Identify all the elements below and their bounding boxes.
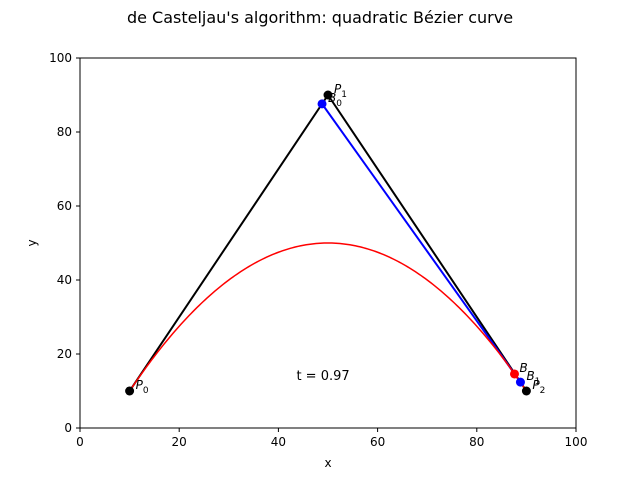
control-point-label-2: P2 xyxy=(532,378,545,396)
control-point-label-0: P0 xyxy=(136,378,149,396)
control-point-marker-1 xyxy=(323,90,333,100)
axes-border xyxy=(79,57,577,429)
intermediate-point-marker-1 xyxy=(515,377,525,387)
x-tick-label-3: 60 xyxy=(370,435,385,449)
control-point-label-1: P1 xyxy=(334,82,347,100)
axes-frame xyxy=(79,57,577,429)
intermediate-point-label-0-subscript: 0 xyxy=(336,99,342,109)
intermediate-line xyxy=(321,103,522,383)
x-tick-label-1: 20 xyxy=(172,435,187,449)
x-tick-label-0: 0 xyxy=(76,435,84,449)
control-point-label-2-letter: P xyxy=(532,378,540,392)
intermediate-point-marker-0 xyxy=(317,99,327,109)
x-tick-label-5: 100 xyxy=(565,435,588,449)
x-axis-label: x xyxy=(324,456,331,470)
intermediate-point-label-1: B1 xyxy=(526,369,540,387)
control-point-label-0-letter: P xyxy=(136,378,144,392)
bezier-curve xyxy=(128,242,528,392)
curve-point-marker xyxy=(509,369,519,379)
y-tick-label-3: 60 xyxy=(57,199,72,213)
x-tick-label-4: 80 xyxy=(469,435,484,449)
intermediate-point-label-1-letter: B xyxy=(526,369,534,383)
chart-title: de Casteljau's algorithm: quadratic Bézi… xyxy=(127,8,513,27)
y-axis-label: y xyxy=(25,239,39,246)
y-tick-label-0: 0 xyxy=(64,421,72,435)
control-point-marker-2 xyxy=(521,386,531,396)
control-point-label-1-subscript: 1 xyxy=(341,90,347,100)
intermediate-point-label-0-letter: B xyxy=(328,91,336,105)
intermediate-point-label-0: B0 xyxy=(328,91,342,109)
y-tick-label-1: 20 xyxy=(57,347,72,361)
control-point-label-0-subscript: 0 xyxy=(143,386,149,396)
control-point-marker-0 xyxy=(125,386,135,396)
control-point-label-2-subscript: 2 xyxy=(540,386,546,396)
control-point-label-1-letter: P xyxy=(334,82,342,96)
curve-point-label-letter: B xyxy=(519,361,527,375)
parameter-annotation: t = 0.97 xyxy=(296,369,349,384)
intermediate-point-label-1-subscript: 1 xyxy=(535,377,541,387)
y-tick-label-4: 80 xyxy=(57,125,72,139)
y-tick-label-5: 100 xyxy=(49,51,72,65)
x-tick-label-2: 40 xyxy=(271,435,286,449)
curve-point-label: B xyxy=(519,361,527,375)
y-tick-label-2: 40 xyxy=(57,273,72,287)
